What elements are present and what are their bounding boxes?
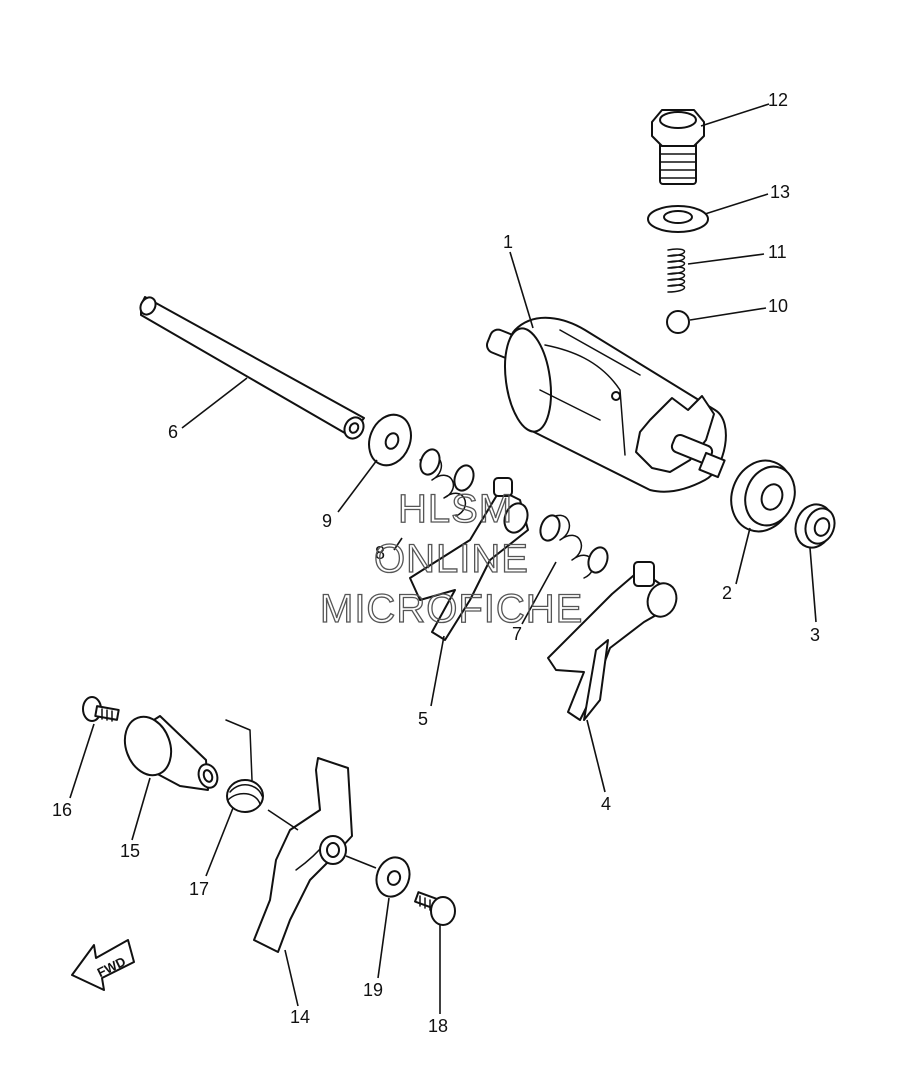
callout-2: 2 — [722, 583, 732, 603]
callout-15: 15 — [120, 841, 140, 861]
part-8-spring — [419, 448, 475, 517]
callout-4: 4 — [601, 794, 611, 814]
fwd-arrow-icon: FWD — [71, 939, 135, 991]
callout-10: 10 — [768, 296, 788, 316]
watermark: HLSM ONLINE MICROFICHE — [319, 486, 583, 631]
callout-7: 7 — [512, 624, 522, 644]
part-11-spring — [667, 248, 686, 293]
callout-5: 5 — [418, 709, 428, 729]
callout-1: 1 — [503, 232, 513, 252]
part-14-shift-lever — [253, 757, 353, 953]
part-9-washer — [368, 413, 412, 467]
leader-lines — [69, 103, 817, 1014]
part-15-collar — [123, 715, 219, 791]
callout-18: 18 — [428, 1016, 448, 1036]
part-2-bearing — [730, 459, 796, 533]
watermark-line-1: HLSM — [398, 487, 513, 531]
callout-3: 3 — [810, 625, 820, 645]
part-19-washer — [375, 856, 411, 898]
part-5-shift-fork — [409, 477, 529, 641]
part-13-washer — [647, 205, 709, 233]
part-4-shift-fork — [547, 561, 678, 721]
part-1-shift-drum — [486, 316, 727, 493]
callout-9: 9 — [322, 511, 332, 531]
callout-16: 16 — [52, 800, 72, 820]
part-10-ball — [666, 310, 690, 334]
callout-13: 13 — [770, 182, 790, 202]
part-16-bolt — [82, 696, 120, 722]
callout-17: 17 — [189, 879, 209, 899]
callout-19: 19 — [363, 980, 383, 1000]
watermark-line-3: MICROFICHE — [320, 587, 583, 631]
callout-8: 8 — [375, 543, 385, 563]
callout-14: 14 — [290, 1007, 310, 1027]
callout-6: 6 — [168, 422, 178, 442]
watermark-line-2: ONLINE — [374, 537, 529, 581]
part-6-shaft — [139, 296, 365, 440]
part-17-torsion-spring — [225, 719, 264, 813]
part-3-seal — [794, 503, 836, 549]
part-18-bolt — [414, 891, 456, 926]
callout-labels: 1 2 3 4 5 6 7 8 9 10 11 12 13 14 15 16 1… — [52, 90, 820, 1036]
part-12-hex-bolt — [651, 109, 705, 185]
part-7-spring — [539, 514, 609, 579]
callout-11: 11 — [768, 242, 787, 262]
callout-12: 12 — [768, 90, 788, 110]
